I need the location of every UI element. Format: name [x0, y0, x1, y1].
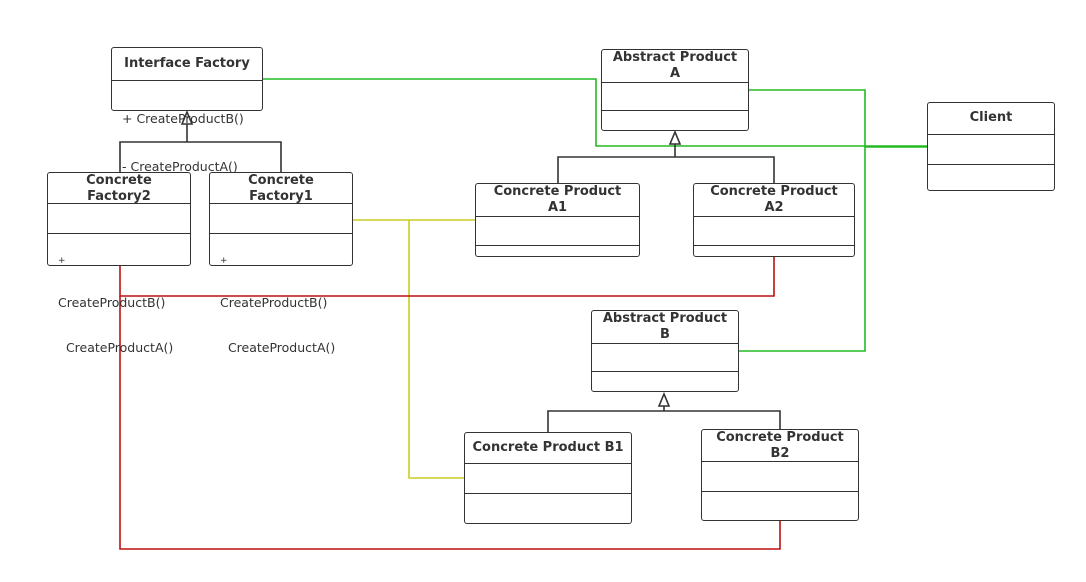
concrete-factory2-box[interactable]: Concrete Factory2 + CreateProductB() Cre…: [47, 172, 191, 355]
interface-factory-box[interactable]: Interface Factory + CreateProductB() - C…: [111, 47, 263, 174]
concrete-product-a1-title: Concrete Product A1: [476, 184, 639, 217]
green-link-client-interface-factory: [262, 78, 928, 147]
concrete-factory2-operations: + CreateProductB() CreateProductA(): [48, 227, 190, 385]
concrete-factory1-title: Concrete Factory1: [210, 173, 352, 204]
concrete-product-b1-title-line: Concrete Product B1: [472, 440, 624, 455]
inherit-arrow-b-icon: [657, 391, 671, 407]
operation-create-product-a: CreateProductA(): [58, 340, 174, 355]
abstract-product-b-box[interactable]: Abstract Product B: [591, 310, 739, 392]
client-box[interactable]: Client: [927, 102, 1055, 191]
operation-create-product-b: CreateProductB(): [220, 295, 328, 310]
red-link-factory2-b2: [119, 296, 781, 550]
concrete-factory2-title: Concrete Factory2: [48, 173, 190, 204]
concrete-product-b1-box[interactable]: Concrete Product B1: [464, 432, 632, 524]
concrete-product-b2-box[interactable]: Concrete Product B2: [701, 429, 859, 521]
concrete-product-b1-title: Concrete Product B1: [465, 433, 631, 464]
abstract-product-a-title-line1: Abstract Product: [612, 50, 738, 65]
interface-factory-title-line: Interface Factory: [124, 56, 250, 71]
concrete-product-b2-title-line2: B2: [770, 446, 790, 461]
concrete-factory2-title-line2: Factory2: [87, 189, 151, 204]
client-attributes: [928, 135, 1054, 165]
abstract-product-a-title: Abstract Product A: [602, 50, 748, 83]
abstract-product-a-title-line2: A: [669, 66, 681, 81]
abstract-product-b-title-line1: Abstract Product: [602, 311, 728, 326]
client-title-line: Client: [969, 110, 1013, 125]
inherit-factories-interface: [119, 141, 282, 173]
concrete-factory1-title-line1: Concrete: [248, 173, 314, 188]
concrete-product-b2-attributes: [702, 462, 858, 492]
abstract-product-b-attributes: [592, 344, 738, 372]
concrete-factory2-title-line1: Concrete: [86, 173, 152, 188]
operation-create-product-b: CreateProductB(): [58, 295, 166, 310]
operation-create-product-a: - CreateProductA(): [122, 159, 238, 174]
concrete-product-a2-attributes: [694, 217, 854, 246]
yellow-link-factory1-b1: [408, 220, 465, 479]
client-title: Client: [928, 103, 1054, 135]
concrete-factory1-attributes: [210, 204, 352, 234]
concrete-product-b1-attributes: [465, 464, 631, 494]
inherit-arrow-a-icon: [668, 129, 682, 145]
abstract-product-a-attributes: [602, 83, 748, 111]
abstract-product-b-title-line2: B: [660, 327, 670, 342]
inherit-arrow-interface-icon: [180, 109, 194, 125]
abstract-product-a-box[interactable]: Abstract Product A: [601, 49, 749, 131]
concrete-product-a1-attributes: [476, 217, 639, 246]
operation-create-product-b: + CreateProductB(): [122, 111, 244, 126]
inherit-products-a: [557, 156, 775, 184]
operation-visibility-marker: +: [220, 256, 228, 266]
concrete-product-b2-title-line1: Concrete Product: [716, 430, 844, 445]
interface-factory-operations: + CreateProductB() - CreateProductA(): [112, 79, 262, 207]
concrete-factory1-box[interactable]: Concrete Factory1 + CreateProductB() Cre…: [209, 172, 353, 355]
concrete-product-a2-title: Concrete Product A2: [694, 184, 854, 217]
interface-factory-title: Interface Factory: [112, 48, 262, 81]
concrete-product-a2-title-line1: Concrete Product: [710, 184, 838, 199]
concrete-factory1-title-line2: Factory1: [249, 189, 313, 204]
concrete-product-a2-box[interactable]: Concrete Product A2: [693, 183, 855, 257]
abstract-product-b-title: Abstract Product B: [592, 311, 738, 344]
concrete-factory1-operations: + CreateProductB() CreateProductA(): [210, 227, 352, 385]
concrete-product-a2-title-line2: A2: [764, 200, 784, 215]
operation-create-product-a: CreateProductA(): [220, 340, 336, 355]
concrete-product-a1-box[interactable]: Concrete Product A1: [475, 183, 640, 257]
green-link-client-abstract-product-a-b: [738, 89, 866, 352]
concrete-product-a1-title-line2: A1: [547, 200, 568, 215]
operation-visibility-marker: +: [58, 256, 66, 266]
concrete-product-a1-title-line1: Concrete Product: [493, 184, 622, 199]
red-link-factory2-a2: [119, 257, 775, 297]
concrete-product-b2-title: Concrete Product B2: [702, 430, 858, 462]
concrete-factory2-attributes: [48, 204, 190, 234]
